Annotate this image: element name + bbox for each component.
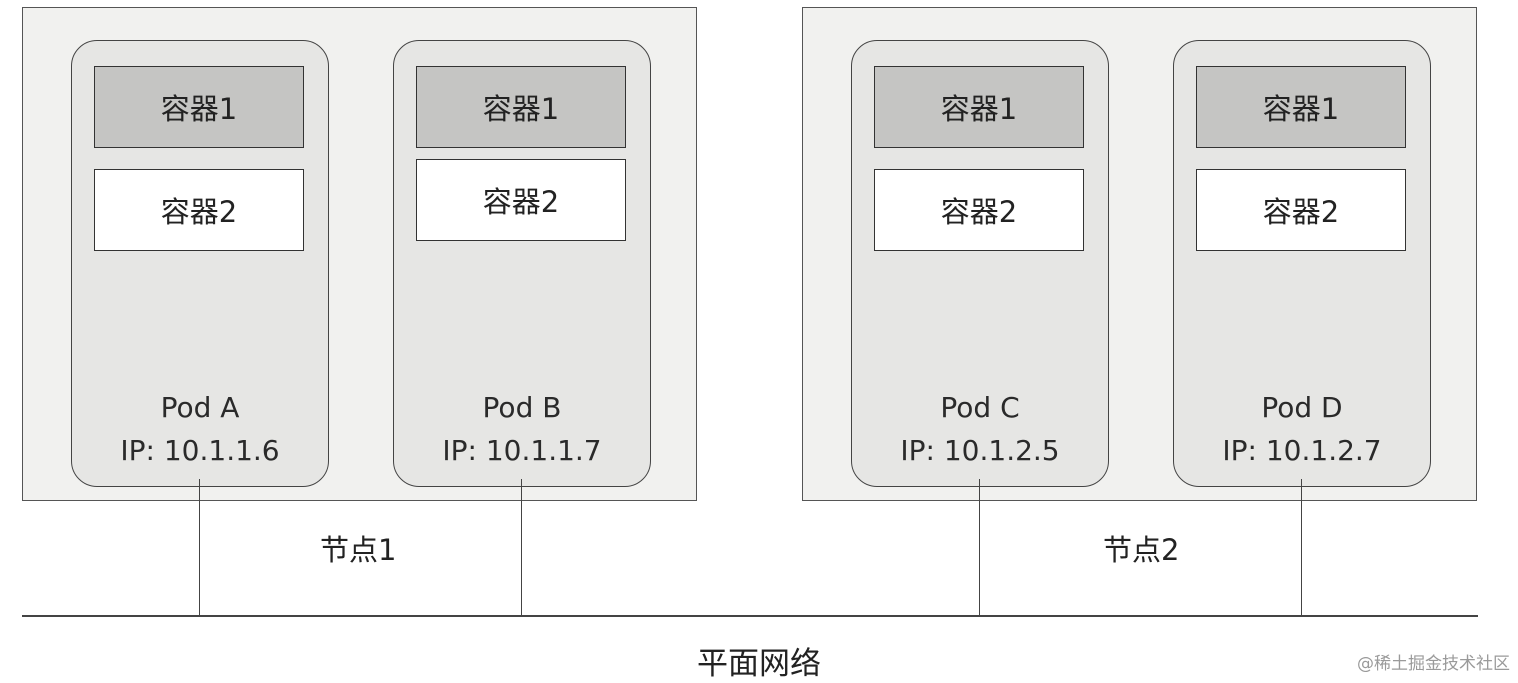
container-2: 容器2 xyxy=(416,159,626,241)
pod-a: 容器1 容器2 Pod A IP: 10.1.1.6 xyxy=(71,40,329,487)
pod-b: 容器1 容器2 Pod B IP: 10.1.1.7 xyxy=(393,40,651,487)
node-2: 容器1 容器2 Pod C IP: 10.1.2.5 容器1 容器2 Pod D… xyxy=(802,7,1477,501)
pod-a-connector xyxy=(199,479,200,616)
container-1: 容器1 xyxy=(1196,66,1406,148)
pod-d-connector xyxy=(1301,479,1302,616)
node-1-label: 节点1 xyxy=(320,533,397,567)
network-label: 平面网络 xyxy=(697,646,821,682)
watermark: @稀土掘金技术社区 xyxy=(1357,654,1510,674)
pod-ip: IP: 10.1.1.7 xyxy=(442,434,602,467)
container-1: 容器1 xyxy=(94,66,304,148)
pod-c: 容器1 容器2 Pod C IP: 10.1.2.5 xyxy=(851,40,1109,487)
pod-ip: IP: 10.1.2.7 xyxy=(1222,434,1382,467)
node-1: 容器1 容器2 Pod A IP: 10.1.1.6 容器1 容器2 Pod B… xyxy=(22,7,697,501)
pod-name: Pod D xyxy=(1261,391,1343,424)
pod-b-connector xyxy=(521,479,522,616)
network-line xyxy=(22,615,1478,617)
container-1: 容器1 xyxy=(874,66,1084,148)
container-2: 容器2 xyxy=(94,169,304,251)
pod-name: Pod A xyxy=(160,391,240,424)
pod-name: Pod B xyxy=(482,391,562,424)
node-2-label: 节点2 xyxy=(1103,533,1180,567)
container-2: 容器2 xyxy=(1196,169,1406,251)
container-2: 容器2 xyxy=(874,169,1084,251)
pod-ip: IP: 10.1.2.5 xyxy=(900,434,1060,467)
container-1: 容器1 xyxy=(416,66,626,148)
pod-d: 容器1 容器2 Pod D IP: 10.1.2.7 xyxy=(1173,40,1431,487)
pod-c-connector xyxy=(979,479,980,616)
pod-ip: IP: 10.1.1.6 xyxy=(120,434,280,467)
pod-name: Pod C xyxy=(940,391,1020,424)
